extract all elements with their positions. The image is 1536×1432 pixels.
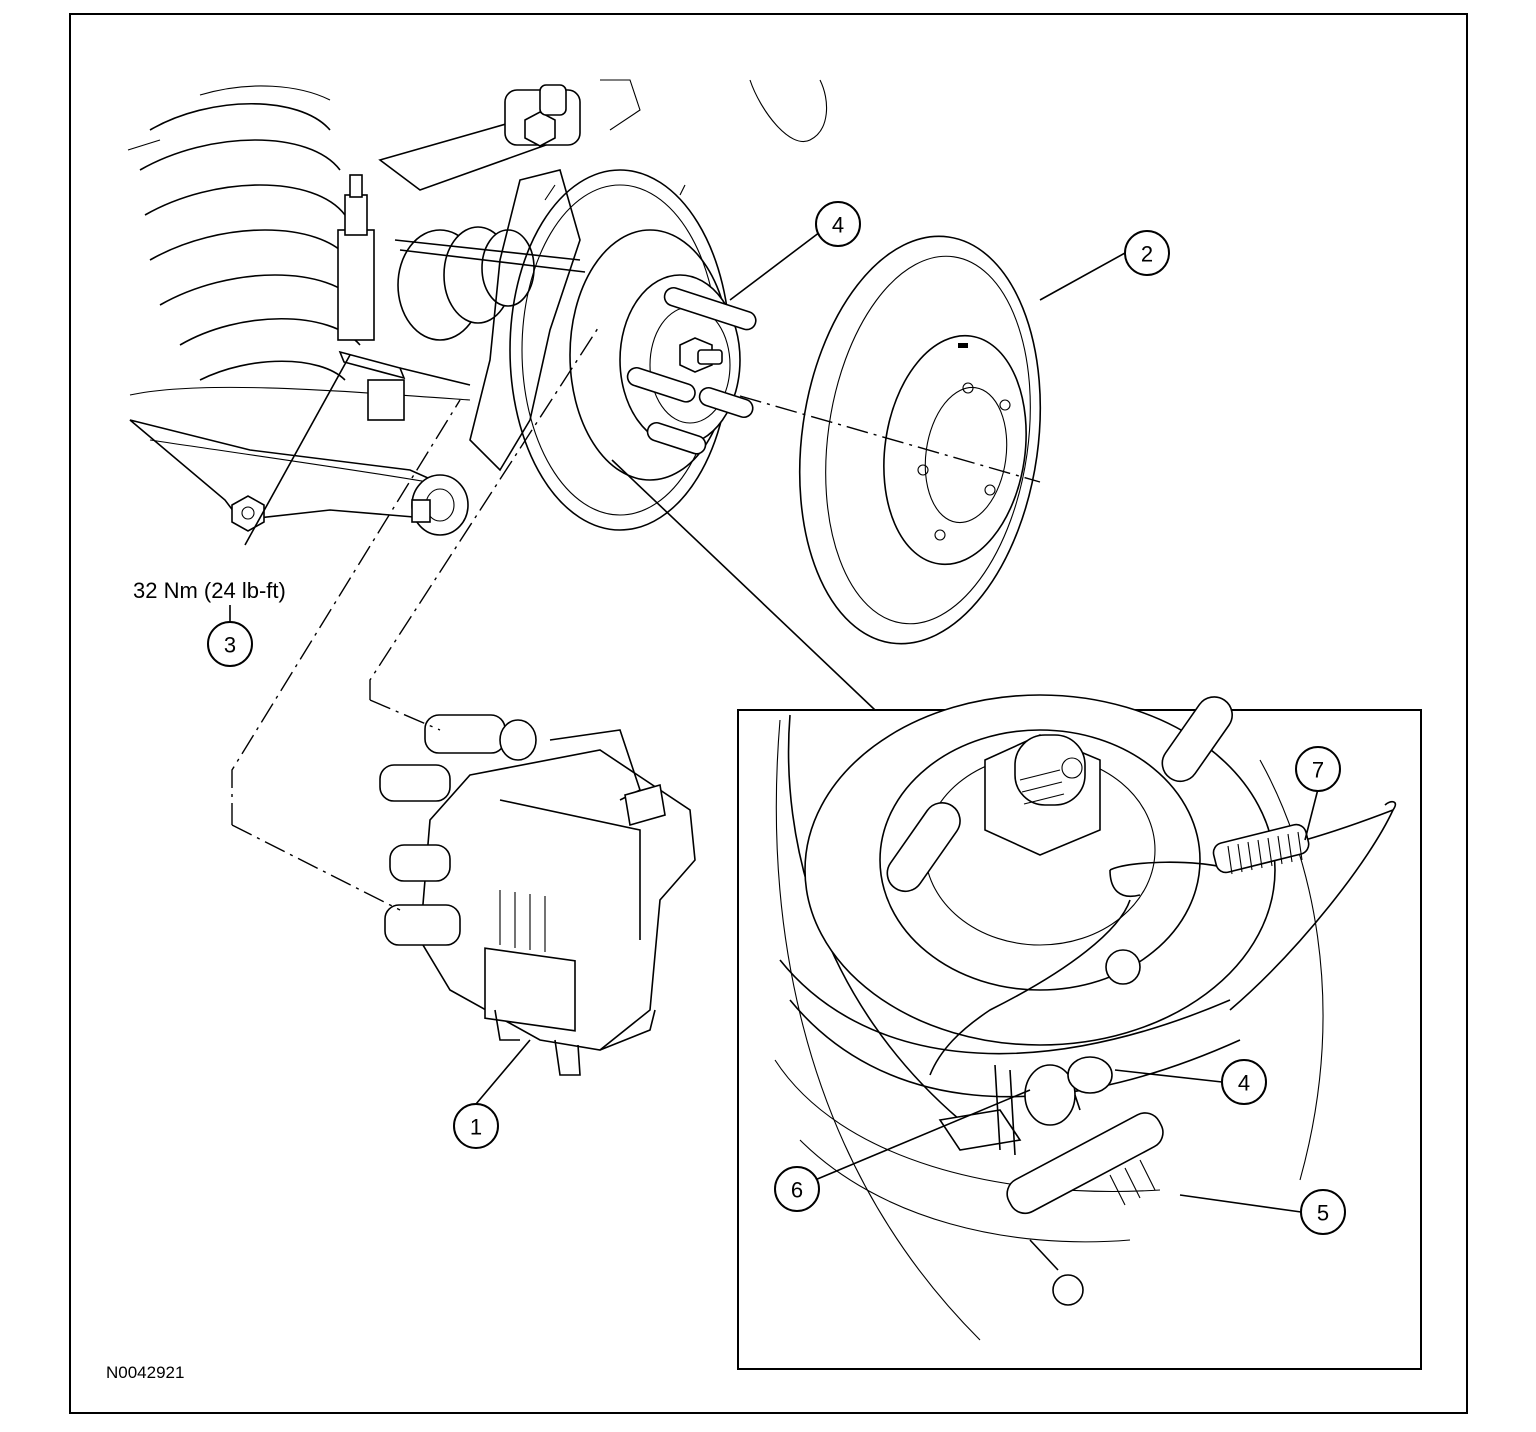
callout-7-label: 7 (1312, 758, 1324, 783)
callout-7: 7 (1295, 746, 1341, 792)
brake-caliper (379, 714, 696, 1076)
detail-view: N0042921 (106, 694, 1422, 1382)
torque-spec: 32 Nm (24 lb-ft) (133, 578, 286, 603)
center-axis-line (739, 395, 1041, 483)
stabilizer-bolt (338, 350, 471, 386)
callout-5: 5 (1300, 1189, 1346, 1235)
adjuster-assembly (1006, 1112, 1164, 1306)
leader-1 (475, 1039, 531, 1105)
return-spring (929, 800, 1397, 1076)
leader-6 (814, 1089, 1031, 1181)
figure-id: N0042921 (106, 1363, 184, 1382)
callout-4-main-label: 4 (832, 213, 844, 238)
leader-5 (1179, 1194, 1302, 1213)
axle-shaft (394, 226, 586, 341)
upper-ball-joint (504, 84, 581, 147)
wheel-studs (626, 286, 757, 455)
callout-4-main: 4 (815, 201, 861, 247)
leader-4-detail (1114, 1069, 1223, 1083)
stabilizer-link (337, 174, 405, 421)
caliper-guide-line-2 (231, 824, 401, 911)
callout-5-label: 5 (1317, 1201, 1329, 1226)
anchor-pin (1024, 1056, 1113, 1126)
brake-disc (798, 235, 1042, 645)
callout-4-detail: 4 (1221, 1059, 1267, 1105)
leader-4-main (729, 231, 821, 301)
callout-4-detail-label: 4 (1238, 1071, 1250, 1096)
callout-6: 6 (774, 1166, 820, 1212)
callout-3-label: 3 (224, 633, 236, 658)
caliper-guide-line-4 (369, 699, 441, 731)
callout-6-label: 6 (791, 1178, 803, 1203)
leader-3 (244, 354, 351, 546)
steering-knuckle (469, 169, 581, 472)
leader-7 (1304, 788, 1319, 841)
caliper-guide-line-1 (231, 399, 461, 825)
arm-bushing (411, 474, 469, 536)
leader-2 (1039, 252, 1126, 301)
callout-2: 2 (1124, 230, 1170, 276)
arm-bolt (231, 495, 265, 532)
detail-leader-line (611, 459, 876, 711)
callout-2-label: 2 (1141, 242, 1153, 267)
callout-3: 3 (207, 621, 253, 667)
caliper-guide-line-3 (369, 324, 601, 700)
callout-1: 1 (453, 1103, 499, 1149)
suspension-hub-assembly (127, 79, 828, 536)
callout-1-label: 1 (470, 1115, 482, 1140)
